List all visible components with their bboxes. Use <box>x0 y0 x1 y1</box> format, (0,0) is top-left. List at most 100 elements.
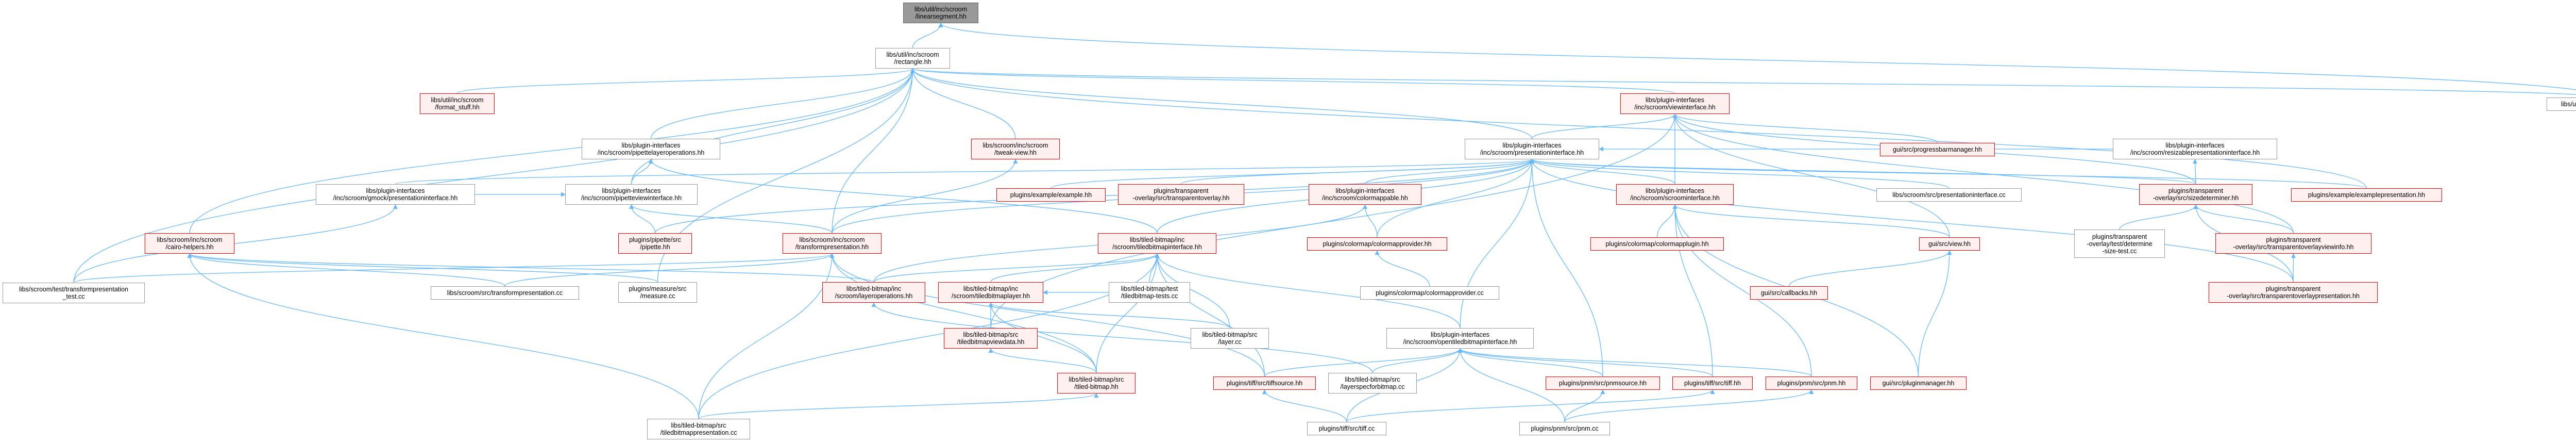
graph-node-resizable[interactable]: libs/plugin-interfaces /inc/scroom/resiz… <box>2113 139 2277 159</box>
dependency-edge <box>910 68 1533 139</box>
graph-node-rectangle[interactable]: libs/util/inc/scroom /rectangle.hh <box>875 48 950 69</box>
dependency-edge <box>189 68 915 234</box>
graph-node-tiledbitmapinterface[interactable]: libs/tiled-bitmap/inc /scroom/tiledbitma… <box>1098 233 1216 254</box>
graph-node-transformpresentation_test[interactable]: libs/scroom/test/transformpresentation _… <box>3 283 145 303</box>
graph-node-examplepresentation[interactable]: plugins/example/examplepresentation.hh <box>2291 188 2442 202</box>
graph-node-pluginmanager[interactable]: gui/src/pluginmanager.hh <box>1870 376 1967 390</box>
dependency-edge <box>1458 348 1812 377</box>
graph-node-label: libs/scroom/src/transformpresentation.cc <box>447 289 563 297</box>
graph-node-presentationinterface_cc[interactable]: libs/scroom/src/presentationinterface.cc <box>1876 188 2022 202</box>
dependency-edge <box>910 68 1675 94</box>
dependency-edge <box>698 253 1160 419</box>
graph-node-tiledbitmapviewdata[interactable]: libs/tiled-bitmap/src /tiledbitmapviewda… <box>944 328 1038 349</box>
graph-node-layerspecforbitmap[interactable]: libs/tiled-bitmap/src /layerspecforbitma… <box>1328 373 1417 394</box>
graph-node-viewinterface[interactable]: libs/plugin-interfaces /inc/scroom/viewi… <box>1620 93 1730 114</box>
graph-node-layer_cc[interactable]: libs/tiled-bitmap/src /layer.cc <box>1191 328 1269 349</box>
dependency-edge <box>187 253 699 419</box>
dependency-edge <box>910 68 2576 95</box>
graph-node-tiledbitmaplayer[interactable]: libs/tiled-bitmap/inc /scroom/tiledbitma… <box>938 282 1043 303</box>
graph-node-scroominterface[interactable]: libs/plugin-interfaces /inc/scroom/scroo… <box>1616 184 1734 205</box>
graph-node-label: libs/scroom/inc/scroom /transformpresent… <box>795 236 869 251</box>
graph-node-colormapprovider_cc[interactable]: plugins/colormap/colormapprovider.cc <box>1360 286 1499 300</box>
graph-node-progressbarmanager[interactable]: gui/src/progressbarmanager.hh <box>1880 143 1995 156</box>
graph-node-label: plugins/pipette/src /pipette.hh <box>629 236 681 251</box>
graph-node-label: plugins/measure/src /measure.cc <box>629 285 687 300</box>
graph-node-linearsegment[interactable]: libs/util/inc/scroom /linearsegment.hh <box>903 3 978 23</box>
graph-node-determinesizetest[interactable]: plugins/transparent -overlay/test/determ… <box>2074 230 2165 258</box>
graph-node-tiff_cc[interactable]: plugins/tiff/src/tiff.cc <box>1307 422 1386 435</box>
dependency-edge <box>1346 389 1715 422</box>
graph-node-overlaypresentation[interactable]: plugins/transparent -overlay/src/transpa… <box>2209 282 2378 303</box>
graph-node-label: libs/tiled-bitmap/src /tiledbitmapviewda… <box>957 331 1025 346</box>
graph-node-pipette[interactable]: plugins/pipette/src /pipette.hh <box>618 233 692 254</box>
graph-node-label: libs/tiled-bitmap/test /tiledbitmap-test… <box>1121 285 1178 300</box>
graph-node-colormappable[interactable]: libs/plugin-interfaces /inc/scroom/color… <box>1309 184 1421 205</box>
graph-node-colormapprovider[interactable]: plugins/colormap/colormapprovider.hh <box>1307 237 1447 251</box>
dependency-edge <box>1530 159 2196 185</box>
graph-node-pipetteviewinterface[interactable]: libs/plugin-interfaces /inc/scroom/pipet… <box>565 184 698 205</box>
graph-node-cairohelpers[interactable]: libs/scroom/inc/scroom /cairo-helpers.hh <box>145 233 234 254</box>
graph-node-example[interactable]: plugins/example/example.hh <box>996 188 1106 202</box>
dependency-edge <box>1530 159 1950 189</box>
graph-node-label: gui/src/progressbarmanager.hh <box>1892 146 1982 153</box>
graph-node-pnm_cc[interactable]: plugins/pnm/src/pnm.cc <box>1519 422 1610 435</box>
graph-node-tweakview[interactable]: libs/scroom/inc/scroom /tweak-view.hh <box>971 139 1060 159</box>
graph-node-label: libs/scroom/src/presentationinterface.cc <box>1892 191 2006 199</box>
graph-node-gmock[interactable]: libs/plugin-interfaces /inc/scroom/gmock… <box>316 184 475 205</box>
graph-node-label: libs/plugin-interfaces /inc/scroom/scroo… <box>1630 187 1720 202</box>
graph-node-pipettelayeroperations[interactable]: libs/plugin-interfaces /inc/scroom/pipet… <box>582 139 720 159</box>
graph-node-label: libs/plugin-interfaces /inc/scroom/gmock… <box>333 187 458 202</box>
dependency-edge <box>1363 204 1378 238</box>
graph-node-sizedeterminer[interactable]: plugins/transparent -overlay/src/sizedet… <box>2139 184 2252 205</box>
graph-node-rectangletests[interactable]: libs/util/test/rectangletests.cc <box>2547 97 2576 111</box>
graph-node-label: libs/util/inc/scroom /format_stuff.hh <box>431 96 484 111</box>
graph-node-layeroperations[interactable]: libs/tiled-bitmap/inc /scroom/layeropera… <box>822 282 925 303</box>
dependency-edge <box>1530 159 2294 283</box>
graph-node-format_stuff[interactable]: libs/util/inc/scroom /format_stuff.hh <box>420 93 495 114</box>
graph-node-label: libs/plugin-interfaces /inc/scroom/resiz… <box>2130 142 2260 156</box>
dependency-edge <box>631 159 653 185</box>
graph-node-label: plugins/transparent -overlay/src/transpa… <box>2233 236 2354 251</box>
dependency-edge <box>650 68 915 139</box>
graph-node-label: plugins/colormap/colormapprovider.hh <box>1323 240 1432 248</box>
graph-node-callbacks[interactable]: gui/src/callbacks.hh <box>1750 286 1828 300</box>
graph-node-view[interactable]: gui/src/view.hh <box>1919 237 1980 251</box>
graph-node-label: libs/tiled-bitmap/inc /scroom/tiledbitma… <box>951 285 1030 300</box>
dependency-edge <box>2193 204 2294 234</box>
dependency-edge <box>1375 250 1430 287</box>
graph-node-transformpresentation_cc[interactable]: libs/scroom/src/transformpresentation.cc <box>431 286 579 300</box>
graph-node-pnm_hh[interactable]: plugins/pnm/src/pnm.hh <box>1766 376 1857 390</box>
dependency-edge <box>1672 113 2294 234</box>
graph-node-label: libs/tiled-bitmap/src /layerspecforbitma… <box>1340 376 1405 390</box>
graph-node-label: gui/src/view.hh <box>1928 240 1971 248</box>
graph-node-tiledbitmappresentation[interactable]: libs/tiled-bitmap/src /tiledbitmappresen… <box>647 419 750 439</box>
dependency-edge <box>990 253 1160 283</box>
dependency-edge <box>1458 348 1565 422</box>
graph-node-label: libs/util/inc/scroom /rectangle.hh <box>886 51 939 66</box>
graph-node-label: plugins/transparent -overlay/src/transpa… <box>2227 285 2360 300</box>
graph-node-opentiledbitmapinterface[interactable]: libs/plugin-interfaces /inc/scroom/opent… <box>1386 328 1534 349</box>
dependency-edge <box>988 302 1230 329</box>
graph-node-overlayviewinfo[interactable]: plugins/transparent -overlay/src/transpa… <box>2215 233 2371 254</box>
graph-node-tiledbitmap[interactable]: libs/tiled-bitmap/src /tiled-bitmap.hh <box>1057 373 1136 394</box>
dependency-edge <box>1530 159 2367 189</box>
graph-node-label: libs/plugin-interfaces /inc/scroom/color… <box>1322 187 1408 202</box>
graph-node-label: libs/scroom/inc/scroom /cairo-helpers.hh <box>157 236 223 251</box>
graph-node-tiledbitmaptests[interactable]: libs/tiled-bitmap/test /tiledbitmap-test… <box>1109 282 1190 303</box>
graph-node-transformpresentation[interactable]: libs/scroom/inc/scroom /transformpresent… <box>783 233 882 254</box>
graph-node-tiff_hh[interactable]: plugins/tiff/src/tiff.hh <box>1672 376 1753 390</box>
dependency-edge <box>629 204 833 234</box>
graph-node-label: libs/plugin-interfaces /inc/scroom/pipet… <box>597 142 705 156</box>
graph-node-pnmsource[interactable]: plugins/pnm/src/pnmsource.hh <box>1546 376 1660 390</box>
dependency-edge <box>1155 253 1230 329</box>
graph-node-label: plugins/tiff/src/tiffsource.hh <box>1226 380 1303 387</box>
graph-node-measure[interactable]: plugins/measure/src /measure.cc <box>618 282 697 303</box>
dependency-edge <box>1096 253 1160 373</box>
graph-node-label: plugins/tiff/src/tiff.hh <box>1684 380 1741 387</box>
dependency-edge <box>649 159 1158 234</box>
graph-node-presentationinterface[interactable]: libs/plugin-interfaces /inc/scroom/prese… <box>1465 139 1599 159</box>
graph-node-transparentoverlay[interactable]: plugins/transparent -overlay/src/transpa… <box>1118 184 1244 205</box>
graph-node-colormapplugin[interactable]: plugins/colormap/colormapplugin.hh <box>1590 237 1724 251</box>
graph-node-tiffsource[interactable]: plugins/tiff/src/tiffsource.hh <box>1213 376 1316 390</box>
dependency-edge <box>73 253 835 283</box>
